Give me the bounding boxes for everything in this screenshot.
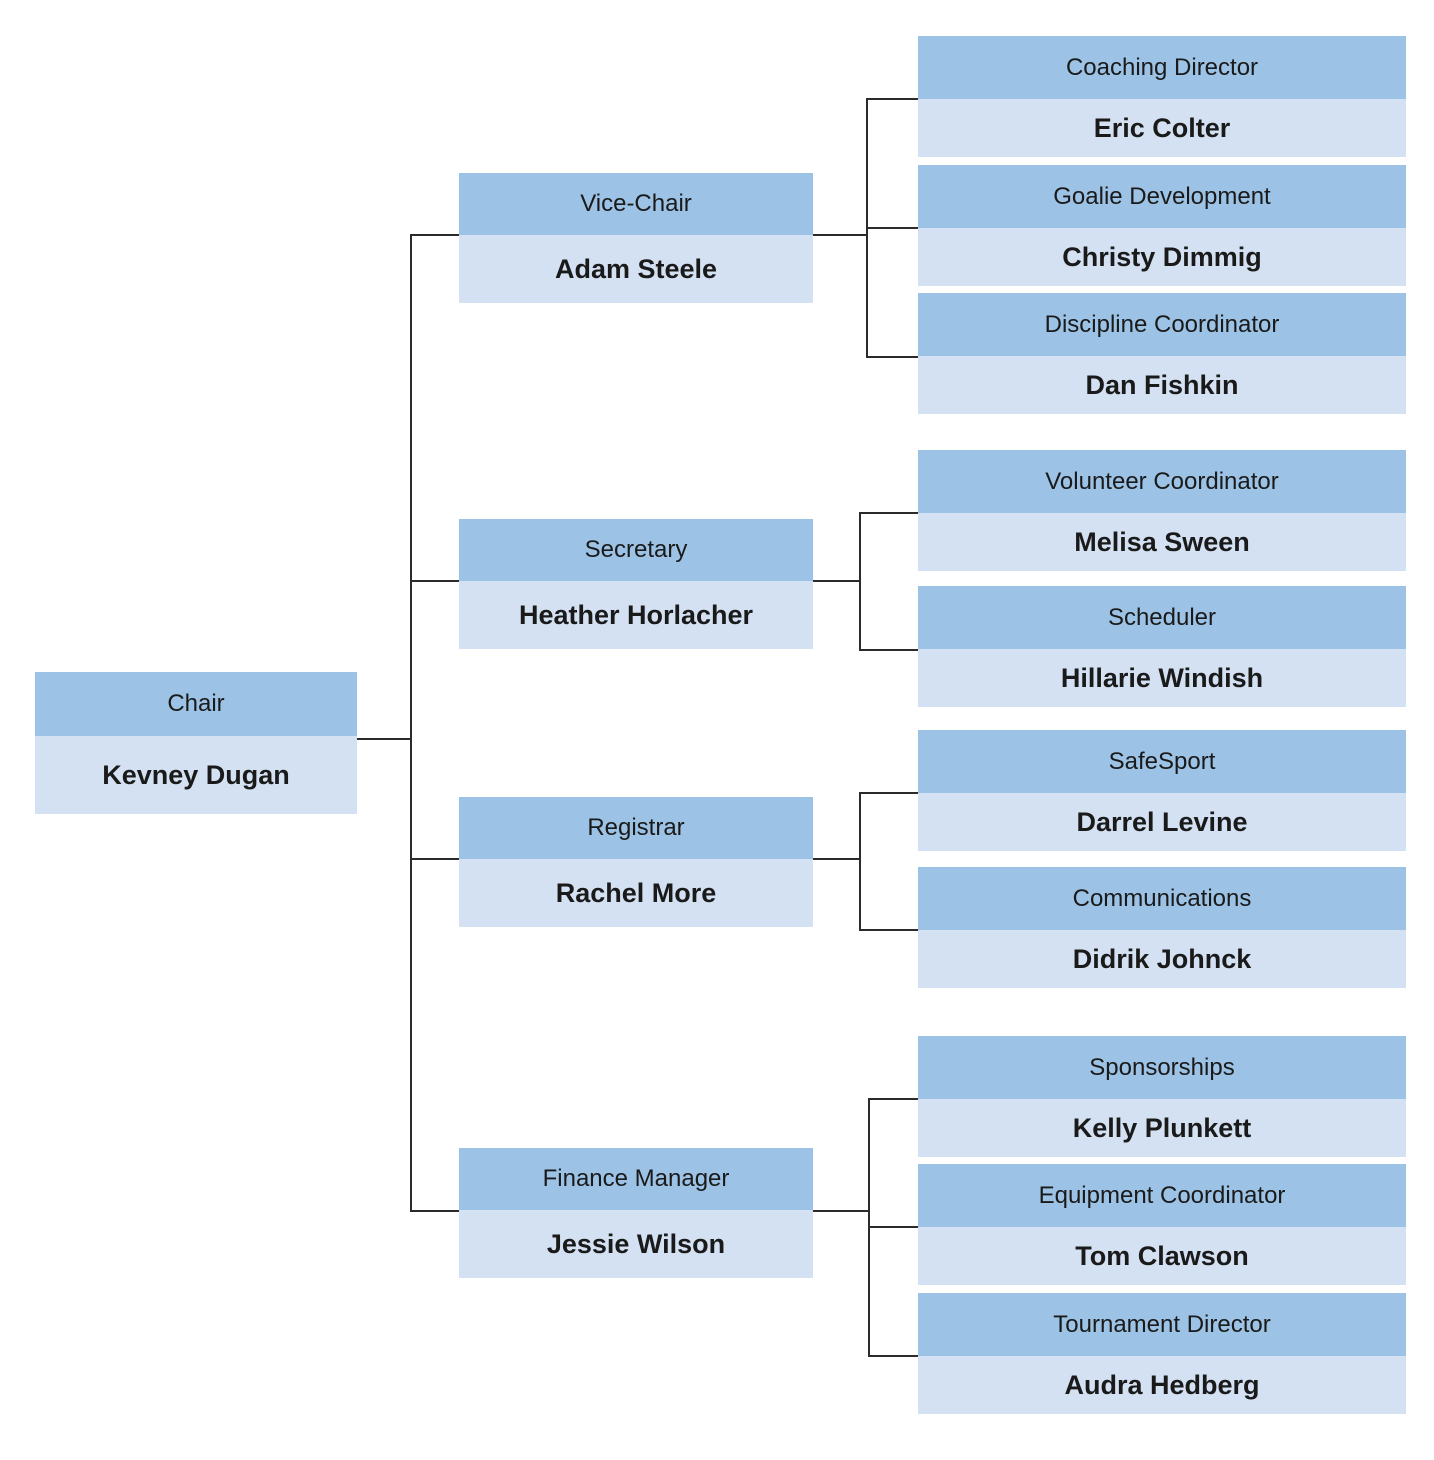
role-title: Scheduler bbox=[918, 586, 1406, 649]
connector-stub-discipline-coordinator bbox=[866, 356, 918, 358]
person-name: Kelly Plunkett bbox=[918, 1099, 1406, 1157]
connector-stub-tournament-director bbox=[868, 1355, 918, 1357]
role-title: Equipment Coordinator bbox=[918, 1164, 1406, 1227]
role-title: Chair bbox=[35, 672, 357, 736]
person-name: Adam Steele bbox=[459, 235, 813, 303]
role-title: Registrar bbox=[459, 797, 813, 859]
connector-vice-chair-out bbox=[813, 234, 866, 236]
org-node-discipline-coordinator: Discipline Coordinator Dan Fishkin bbox=[918, 293, 1406, 414]
org-node-chair: Chair Kevney Dugan bbox=[35, 672, 357, 814]
role-title: Finance Manager bbox=[459, 1148, 813, 1210]
connector-secretary-out bbox=[813, 580, 861, 582]
connector-stub-equipment-coordinator bbox=[868, 1226, 918, 1228]
role-title: SafeSport bbox=[918, 730, 1406, 793]
org-node-registrar: Registrar Rachel More bbox=[459, 797, 813, 927]
connector-registrar-trunk bbox=[859, 792, 861, 931]
connector-stub-vice-chair bbox=[410, 234, 459, 236]
org-node-vice-chair: Vice-Chair Adam Steele bbox=[459, 173, 813, 303]
org-node-goalie-development: Goalie Development Christy Dimmig bbox=[918, 165, 1406, 286]
person-name: Dan Fishkin bbox=[918, 356, 1406, 414]
role-title: Secretary bbox=[459, 519, 813, 581]
role-title: Discipline Coordinator bbox=[918, 293, 1406, 356]
connector-stub-registrar bbox=[410, 858, 459, 860]
connector-finance-out bbox=[813, 1210, 868, 1212]
connector-stub-safesport bbox=[859, 792, 918, 794]
org-node-finance-manager: Finance Manager Jessie Wilson bbox=[459, 1148, 813, 1278]
org-node-volunteer-coordinator: Volunteer Coordinator Melisa Sween bbox=[918, 450, 1406, 571]
person-name: Eric Colter bbox=[918, 99, 1406, 157]
person-name: Melisa Sween bbox=[918, 513, 1406, 571]
connector-stub-volunteer-coordinator bbox=[859, 512, 918, 514]
role-title: Communications bbox=[918, 867, 1406, 930]
connector-root-trunk bbox=[410, 234, 412, 1212]
org-node-coaching-director: Coaching Director Eric Colter bbox=[918, 36, 1406, 157]
org-node-sponsorships: Sponsorships Kelly Plunkett bbox=[918, 1036, 1406, 1157]
connector-registrar-out bbox=[813, 858, 861, 860]
person-name: Christy Dimmig bbox=[918, 228, 1406, 286]
connector-stub-sponsorships bbox=[868, 1098, 918, 1100]
connector-stub-communications bbox=[859, 929, 918, 931]
person-name: Tom Clawson bbox=[918, 1227, 1406, 1285]
person-name: Jessie Wilson bbox=[459, 1210, 813, 1278]
org-node-tournament-director: Tournament Director Audra Hedberg bbox=[918, 1293, 1406, 1414]
org-node-secretary: Secretary Heather Horlacher bbox=[459, 519, 813, 649]
connector-stub-goalie-development bbox=[866, 227, 918, 229]
person-name: Audra Hedberg bbox=[918, 1356, 1406, 1414]
org-node-scheduler: Scheduler Hillarie Windish bbox=[918, 586, 1406, 707]
org-node-safesport: SafeSport Darrel Levine bbox=[918, 730, 1406, 851]
person-name: Heather Horlacher bbox=[459, 581, 813, 649]
org-node-communications: Communications Didrik Johnck bbox=[918, 867, 1406, 988]
person-name: Hillarie Windish bbox=[918, 649, 1406, 707]
connector-stub-coaching-director bbox=[866, 98, 918, 100]
person-name: Didrik Johnck bbox=[918, 930, 1406, 988]
connector-secretary-trunk bbox=[859, 512, 861, 651]
role-title: Coaching Director bbox=[918, 36, 1406, 99]
connector-stub-scheduler bbox=[859, 649, 918, 651]
person-name: Darrel Levine bbox=[918, 793, 1406, 851]
person-name: Rachel More bbox=[459, 859, 813, 927]
org-node-equipment-coordinator: Equipment Coordinator Tom Clawson bbox=[918, 1164, 1406, 1285]
role-title: Tournament Director bbox=[918, 1293, 1406, 1356]
connector-stub-secretary bbox=[410, 580, 459, 582]
role-title: Sponsorships bbox=[918, 1036, 1406, 1099]
role-title: Vice-Chair bbox=[459, 173, 813, 235]
role-title: Volunteer Coordinator bbox=[918, 450, 1406, 513]
role-title: Goalie Development bbox=[918, 165, 1406, 228]
person-name: Kevney Dugan bbox=[35, 736, 357, 814]
connector-chair-stub bbox=[357, 738, 410, 740]
connector-stub-finance bbox=[410, 1210, 459, 1212]
